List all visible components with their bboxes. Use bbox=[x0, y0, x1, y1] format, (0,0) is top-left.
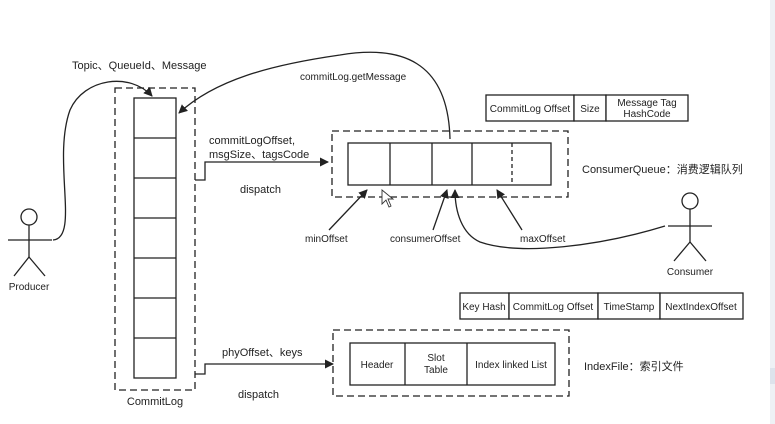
consumer-label: Consumer bbox=[667, 267, 714, 278]
index-file-entry-format: Key Hash CommitLog Offset TimeStamp Next… bbox=[459, 292, 744, 320]
index-field-next-index-offset: NextIndexOffset bbox=[665, 302, 737, 313]
right-edge-strip bbox=[770, 0, 775, 424]
index-field-timestamp: TimeStamp bbox=[604, 302, 655, 313]
producer-to-commitlog-arrow bbox=[52, 80, 153, 241]
get-message-label: commitLog.getMessage bbox=[300, 72, 407, 83]
producer-head-icon bbox=[20, 208, 38, 226]
producer-label: Producer bbox=[9, 282, 50, 293]
consumer-offset-arrow bbox=[432, 189, 449, 231]
max-offset-arrow bbox=[496, 189, 523, 231]
consumer-queue-dashed-border bbox=[331, 130, 569, 198]
dispatch-index-file-arrow bbox=[195, 359, 334, 375]
index-file: Header Slot Table Index linked List Inde… bbox=[332, 329, 684, 397]
dispatch-index-label: dispatch bbox=[238, 389, 279, 401]
index-file-label: IndexFile：索引文件 bbox=[584, 359, 684, 373]
commitlog-dashed-border bbox=[114, 87, 196, 391]
get-message-arrow bbox=[178, 51, 451, 140]
cq-field-commitlog-offset: CommitLog Offset bbox=[490, 104, 571, 115]
dispatch-cq-line1: commitLogOffset, bbox=[209, 135, 295, 147]
cq-field-hashcode: HashCode bbox=[623, 109, 671, 120]
min-offset-arrow bbox=[328, 189, 368, 231]
index-section-slot: Slot bbox=[427, 353, 444, 364]
consumer-offset-label: consumerOffset bbox=[390, 234, 461, 245]
producer-to-commitlog-label: Topic、QueueId、Message bbox=[72, 60, 207, 72]
cq-field-message-tag: Message Tag bbox=[617, 98, 676, 109]
index-section-header: Header bbox=[361, 360, 394, 371]
producer-actor: Producer bbox=[8, 208, 52, 293]
commitlog: CommitLog bbox=[114, 87, 196, 408]
index-section-linked-list: Index linked List bbox=[475, 360, 547, 371]
consumer-head-icon bbox=[681, 192, 699, 210]
index-file-dashed-border bbox=[332, 329, 570, 397]
consumer-queue-entry-format: CommitLog Offset Size Message Tag HashCo… bbox=[485, 94, 689, 122]
commitlog-label: CommitLog bbox=[127, 396, 183, 408]
dispatch-index-line1: phyOffset、keys bbox=[222, 347, 303, 359]
min-offset-label: minOffset bbox=[305, 234, 348, 245]
mouse-cursor-icon bbox=[381, 189, 395, 208]
index-field-commitlog-offset: CommitLog Offset bbox=[513, 302, 594, 313]
index-field-key-hash: Key Hash bbox=[462, 302, 505, 313]
dispatch-consumer-queue-arrow bbox=[195, 157, 329, 181]
consumer-queue: ConsumerQueue：消费逻辑队列 bbox=[331, 130, 743, 198]
max-offset-label: maxOffset bbox=[520, 234, 566, 245]
consumer-to-queue-arrow bbox=[450, 189, 666, 250]
consumer-actor: Consumer bbox=[667, 192, 714, 278]
right-edge-tab bbox=[770, 368, 775, 384]
dispatch-cq-line2: msgSize、tagsCode bbox=[209, 149, 309, 161]
dispatch-cq-label: dispatch bbox=[240, 184, 281, 196]
cq-field-size: Size bbox=[580, 104, 600, 115]
consumer-queue-label: ConsumerQueue：消费逻辑队列 bbox=[582, 162, 743, 176]
index-section-table: Table bbox=[424, 365, 448, 376]
